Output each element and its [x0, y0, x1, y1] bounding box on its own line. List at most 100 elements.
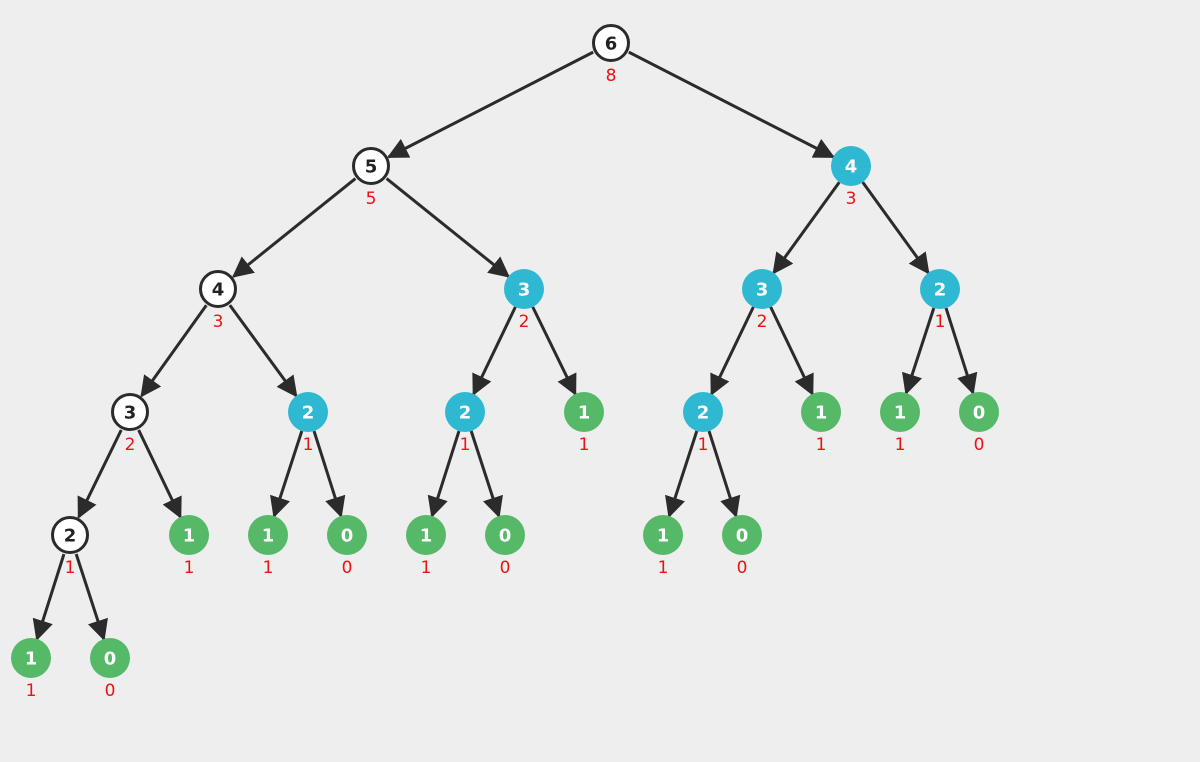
- node-value-label: 5: [366, 189, 377, 209]
- node-label: 1: [894, 403, 907, 424]
- node-value-label: 0: [974, 435, 985, 455]
- node-value-label: 8: [606, 66, 617, 86]
- edge-n2d-n1g: [665, 430, 699, 518]
- tree-node-n1b: 11: [801, 392, 841, 455]
- edge-n6-n5: [386, 50, 594, 159]
- edge-n2a-n0a: [944, 307, 978, 395]
- node-circle: [880, 392, 920, 432]
- node-value-label: 1: [263, 558, 274, 578]
- node-value-label: 2: [125, 435, 136, 455]
- nodes-layer: 6855434332322132212111211111002111110011…: [11, 24, 999, 701]
- tree-node-n1d: 11: [169, 515, 209, 578]
- node-circle: [288, 392, 328, 432]
- tree-node-n0c: 00: [485, 515, 525, 578]
- node-value-label: 0: [342, 558, 353, 578]
- tree-node-n2c: 21: [445, 392, 485, 455]
- tree-node-n3b: 32: [742, 269, 782, 332]
- node-label: 5: [365, 157, 378, 178]
- edge-n2c-n0c: [469, 430, 503, 518]
- node-label: 4: [845, 157, 858, 178]
- node-circle: [722, 515, 762, 555]
- edge-n4-n3: [140, 304, 208, 398]
- edge-n2d-n0d: [707, 430, 741, 518]
- tree-node-n3a: 32: [504, 269, 544, 332]
- node-circle: [920, 269, 960, 309]
- node-value-label: 1: [65, 558, 76, 578]
- edge-n3-n1d: [137, 429, 182, 519]
- tree-node-n2d: 21: [683, 392, 723, 455]
- edge-n3a-n2c: [472, 306, 517, 396]
- node-label: 6: [605, 34, 618, 55]
- node-label: 2: [302, 403, 315, 424]
- node-label: 0: [341, 526, 354, 547]
- node-circle: [51, 516, 89, 554]
- node-circle: [959, 392, 999, 432]
- edge-n2b-n0b: [312, 430, 346, 518]
- tree-node-n6: 68: [592, 24, 630, 86]
- node-label: 1: [578, 403, 591, 424]
- tree-node-n4r: 43: [831, 146, 871, 209]
- node-circle: [445, 392, 485, 432]
- node-label: 2: [697, 403, 710, 424]
- node-value-label: 1: [579, 435, 590, 455]
- tree-node-n0d: 00: [722, 515, 762, 578]
- tree-node-n1g: 11: [643, 515, 683, 578]
- node-value-label: 1: [421, 558, 432, 578]
- node-value-label: 1: [816, 435, 827, 455]
- node-label: 1: [262, 526, 275, 547]
- node-circle: [742, 269, 782, 309]
- tree-node-n0e: 00: [90, 638, 130, 701]
- tree-node-n2: 21: [51, 516, 89, 578]
- tree-node-n2b: 21: [288, 392, 328, 455]
- node-circle: [199, 270, 237, 308]
- node-label: 1: [657, 526, 670, 547]
- node-circle: [592, 24, 630, 62]
- node-circle: [90, 638, 130, 678]
- node-value-label: 2: [757, 312, 768, 332]
- edge-n2b-n1e: [270, 430, 304, 518]
- node-label: 2: [459, 403, 472, 424]
- node-label: 1: [420, 526, 433, 547]
- node-value-label: 1: [26, 681, 37, 701]
- node-value-label: 1: [184, 558, 195, 578]
- edge-n5-n4: [231, 177, 357, 278]
- edge-n4-n2b: [228, 304, 298, 398]
- node-circle: [327, 515, 367, 555]
- node-circle: [11, 638, 51, 678]
- node-label: 3: [124, 403, 137, 424]
- edge-n3a-n1a: [531, 306, 577, 396]
- node-value-label: 1: [658, 558, 669, 578]
- tree-node-n1h: 11: [11, 638, 51, 701]
- node-value-label: 3: [846, 189, 857, 209]
- tree-node-n1f: 11: [406, 515, 446, 578]
- node-label: 3: [518, 280, 531, 301]
- node-label: 1: [183, 526, 196, 547]
- node-label: 0: [736, 526, 749, 547]
- node-value-label: 0: [500, 558, 511, 578]
- node-circle: [831, 146, 871, 186]
- node-label: 2: [64, 526, 77, 547]
- edge-n2-n0e: [74, 553, 108, 641]
- edge-n6-n4r: [628, 50, 836, 159]
- node-label: 2: [934, 280, 947, 301]
- node-label: 0: [973, 403, 986, 424]
- node-circle: [564, 392, 604, 432]
- tree-node-n0a: 00: [959, 392, 999, 455]
- tree-node-n2a: 21: [920, 269, 960, 332]
- node-label: 1: [25, 649, 38, 670]
- tree-node-n1e: 11: [248, 515, 288, 578]
- tree-node-n1c: 11: [880, 392, 920, 455]
- tree-node-n3: 32: [111, 393, 149, 455]
- node-circle: [169, 515, 209, 555]
- edge-n2a-n1c: [902, 307, 936, 395]
- node-label: 1: [815, 403, 828, 424]
- edge-n5-n3a: [385, 177, 511, 278]
- edge-n3b-n2d: [710, 306, 755, 396]
- edge-n3b-n1b: [769, 306, 814, 396]
- node-circle: [683, 392, 723, 432]
- node-circle: [406, 515, 446, 555]
- node-circle: [801, 392, 841, 432]
- node-label: 3: [756, 280, 769, 301]
- node-value-label: 1: [935, 312, 946, 332]
